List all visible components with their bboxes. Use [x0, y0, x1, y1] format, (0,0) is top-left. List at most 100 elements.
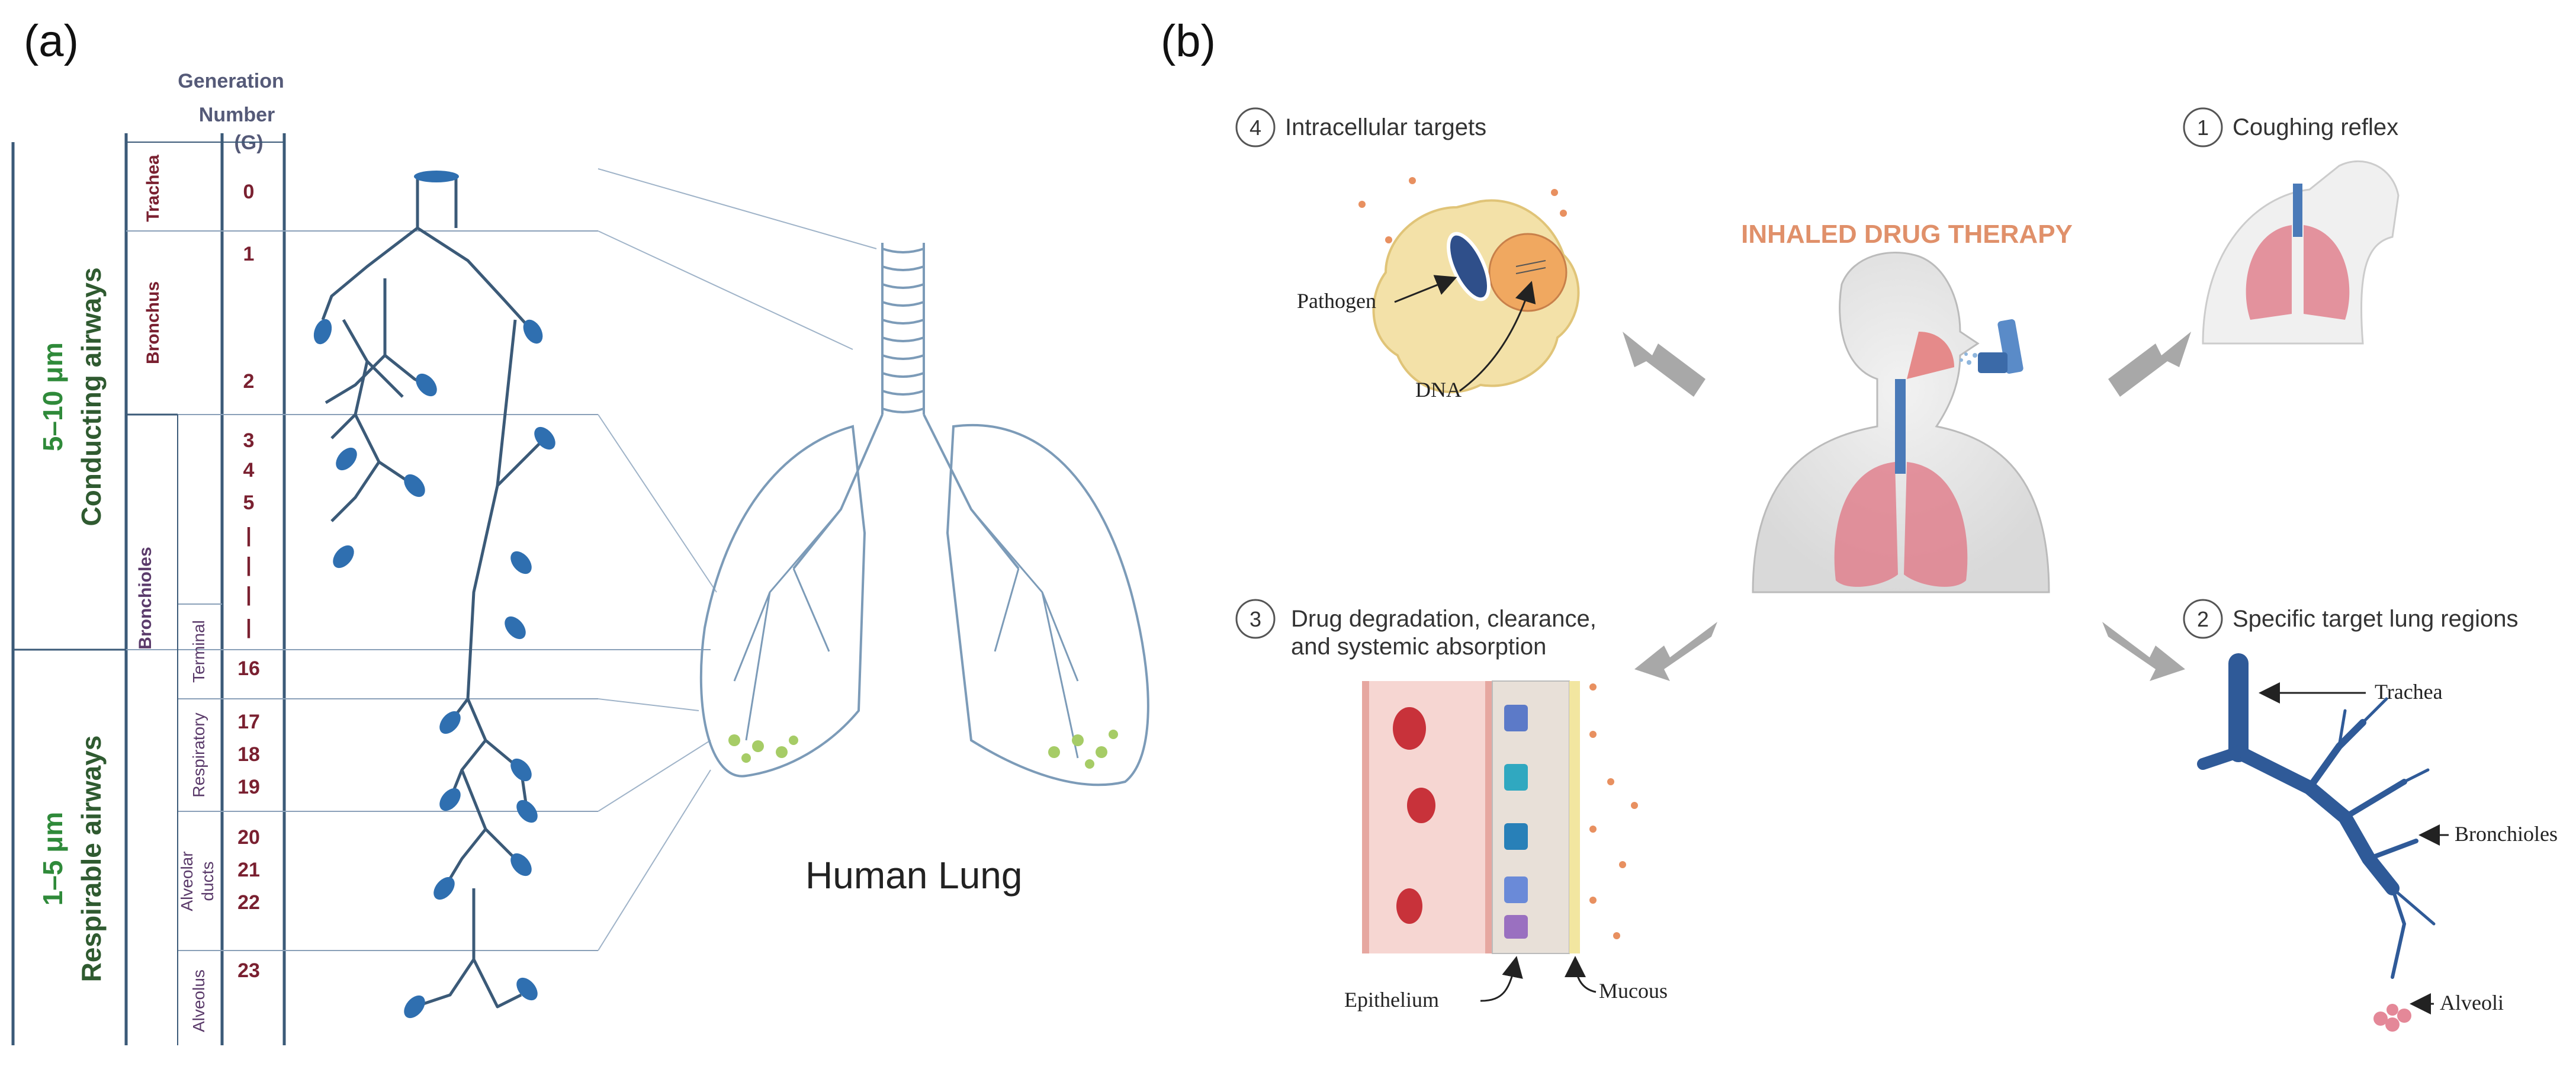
panel-a-label: (a) [24, 16, 79, 66]
dna-label: DNA [1415, 378, 1462, 402]
item-4: 4 Intracellular targets Pathogen DNA [1235, 107, 1580, 402]
generation-number: 23 [237, 959, 260, 982]
human-lung-title: Human Lung [805, 854, 1022, 897]
direction-arrows [1623, 332, 2191, 681]
item-2: 2 Specific target lung regions Trachea B… [2183, 599, 2558, 1032]
arrow-to-item1 [2108, 332, 2191, 397]
item-3: 3 Drug degradation, clearance, and syste… [1235, 599, 1668, 1012]
lungs-shape [1834, 462, 1968, 587]
item-3-badge [1235, 599, 1276, 639]
generation-number: 3 [243, 429, 255, 452]
therapy-title: INHALED DRUG THERAPY [1741, 220, 2073, 249]
arrow-to-item3 [1634, 622, 1717, 681]
particles-item4 [1358, 177, 1567, 243]
epithelium-pointer [1480, 956, 1523, 1002]
generation-number: 21 [237, 859, 260, 881]
inhaler-icon [1978, 319, 2023, 374]
mouth-cavity [1907, 332, 1954, 379]
mucous-pointer [1565, 956, 1597, 993]
region-respiratory: Respiratory [189, 712, 208, 797]
dna-glyph [1515, 260, 1546, 274]
epithelium-label: Epithelium [1344, 988, 1439, 1012]
item-1: 1 Coughing reflex [2183, 107, 2400, 345]
region-alveolar-ducts-line1: Alveolar [178, 851, 196, 911]
generation-number: 2 [243, 370, 255, 393]
item-1-title: Coughing reflex [2233, 114, 2398, 140]
item-3-title-line1: Drug degradation, clearance, [1291, 606, 1597, 632]
dna-pointer [1459, 281, 1536, 392]
region-alveolar-ducts-line2: ducts [198, 862, 217, 901]
particles-item3 [1589, 683, 1638, 939]
epithelium-layer [1492, 680, 1570, 954]
generation-number: | [246, 583, 252, 606]
generation-number: 1 [243, 243, 255, 265]
generation-number: 22 [237, 891, 260, 914]
generation-number: 4 [243, 459, 255, 481]
nucleus-shape [1488, 233, 1568, 312]
region-trachea: Trachea [143, 155, 163, 222]
item-4-badge [1235, 107, 1276, 147]
spray-particles [1960, 352, 1977, 365]
pathogen-pointer [1394, 275, 1457, 303]
item-4-title: Intracellular targets [1285, 114, 1486, 140]
generation-number: 17 [237, 711, 260, 733]
pathogen-shape [1446, 232, 1491, 301]
region-bronchioles: Bronchioles [136, 547, 155, 649]
generation-number: | [246, 616, 252, 638]
pathogen-label: Pathogen [1297, 289, 1376, 313]
generation-number: 5 [243, 492, 255, 514]
item-3-title-line2: and systemic absorption [1291, 634, 1546, 660]
airway-table-lines [11, 133, 286, 1045]
arrow-to-item2 [2102, 622, 2185, 681]
lung-connector-lines [598, 168, 877, 951]
region-alveolus: Alveolus [189, 969, 208, 1032]
item-1-number: 1 [2197, 115, 2209, 140]
panel-b-label: (b) [1161, 16, 1216, 66]
bronchioles-label: Bronchioles [2455, 822, 2558, 846]
patient-inhaler-illustration [1752, 252, 2050, 593]
vessel-wall-right [1485, 681, 1492, 953]
generation-header-line2: Number [199, 104, 275, 126]
generation-number: 16 [237, 657, 260, 680]
alveoli-sacs [2373, 1004, 2411, 1032]
respirable-airways-label: Respirable airways [76, 736, 107, 982]
trachea-shape [1895, 379, 1906, 474]
generation-number: 18 [237, 743, 260, 766]
generation-number: | [246, 554, 252, 576]
region-bronchus: Bronchus [143, 281, 163, 364]
item-4-number: 4 [1250, 115, 1261, 140]
coughing-lungs [2246, 225, 2350, 320]
airway-tree-diagram [321, 178, 546, 1009]
mucous-layer [1569, 681, 1580, 953]
item-2-badge [2183, 599, 2223, 639]
coughing-trachea [2293, 184, 2302, 237]
region-terminal: Terminal [189, 620, 208, 683]
conducting-size-label: 5–10 μm [37, 342, 68, 451]
alveoli-clusters [728, 730, 1118, 769]
item-1-badge [2183, 107, 2223, 147]
respirable-size-label: 1–5 μm [37, 812, 68, 906]
alveoli-label: Alveoli [2440, 991, 2504, 1014]
mucous-label: Mucous [1599, 979, 1668, 1003]
panel-b: (b) INHALED DRUG THERAPY 4 [1161, 16, 2558, 1032]
panel-a: (a) Generation Number (G) 5–10 μm Con [11, 16, 1149, 1045]
arrow-to-item4 [1623, 332, 1705, 397]
item-2-number: 2 [2197, 607, 2209, 631]
item-2-title: Specific target lung regions [2233, 606, 2519, 632]
item-3-number: 3 [1250, 607, 1261, 631]
vessel-wall [1362, 681, 1369, 953]
generation-number: | [246, 524, 252, 547]
epithelial-cells [1504, 705, 1528, 939]
trachea-label: Trachea [2375, 680, 2443, 704]
generation-numbers: 0 1 2 3 4 5 | | | | 16 17 18 19 20 21 22… [237, 181, 260, 982]
lung-diagram [699, 243, 1149, 786]
generation-number: 19 [237, 776, 260, 798]
bronchial-tree-illustration [2197, 653, 2436, 979]
conducting-airways-label: Conducting airways [76, 267, 107, 526]
airway-tips [313, 171, 555, 1019]
generation-number: 0 [243, 181, 255, 203]
generation-number: 20 [237, 826, 260, 849]
generation-header-line1: Generation [178, 70, 284, 92]
red-blood-cells [1393, 707, 1435, 924]
